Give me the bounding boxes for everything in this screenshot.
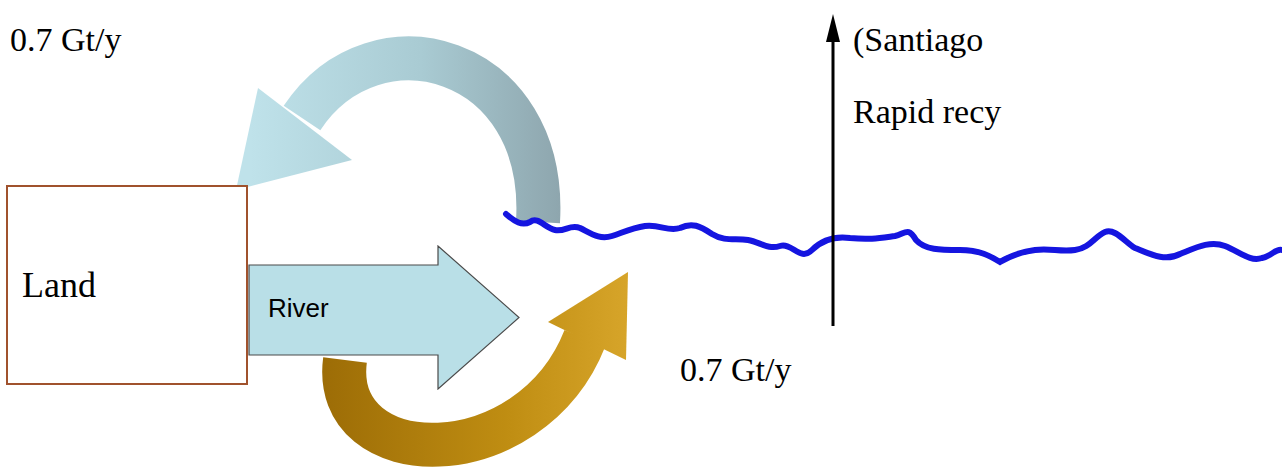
- sea-surface: [506, 214, 1282, 262]
- arrow-head: [236, 88, 352, 190]
- river-arrow: River: [248, 245, 520, 390]
- box-label: Land: [22, 264, 232, 306]
- arrow-head: [548, 272, 628, 360]
- note-text: Rapid recy: [853, 92, 1001, 131]
- curved-flux-arrow: [302, 58, 538, 222]
- flux-value: 0.7 Gt/y: [680, 350, 791, 389]
- land-box: Land: [6, 185, 248, 385]
- flux-value: 0.7 Gt/y: [10, 20, 121, 59]
- arrow-head: [826, 14, 840, 42]
- arrow-label: River: [268, 293, 329, 324]
- arrow-shape: [249, 246, 519, 389]
- note-text: (Santiago: [853, 20, 983, 59]
- flux-arrow: [832, 40, 835, 326]
